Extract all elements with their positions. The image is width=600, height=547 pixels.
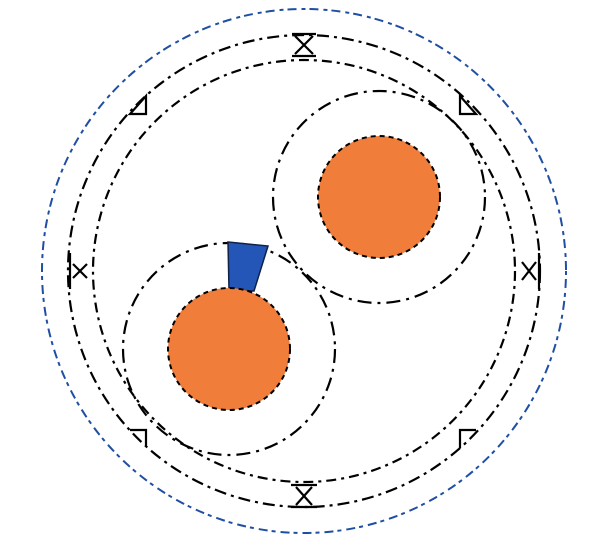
marker-top-hourglass	[292, 32, 316, 58]
marker-right-x	[521, 253, 541, 289]
upper-insulation-ring	[271, 89, 487, 305]
drain-wire-tab	[227, 241, 269, 292]
marker-lower-right-corner	[458, 428, 476, 448]
inner-armor-ring	[91, 58, 517, 484]
marker-upper-right-triangle	[458, 93, 479, 116]
marker-upper-left-triangle	[127, 93, 148, 116]
marker-bottom-hourglass	[291, 483, 317, 509]
outer-sheath-ring	[41, 8, 567, 534]
marker-left-x	[68, 253, 88, 289]
lower-conductor	[167, 287, 291, 411]
upper-conductor	[317, 135, 441, 259]
marker-lower-left-corner	[130, 428, 148, 446]
